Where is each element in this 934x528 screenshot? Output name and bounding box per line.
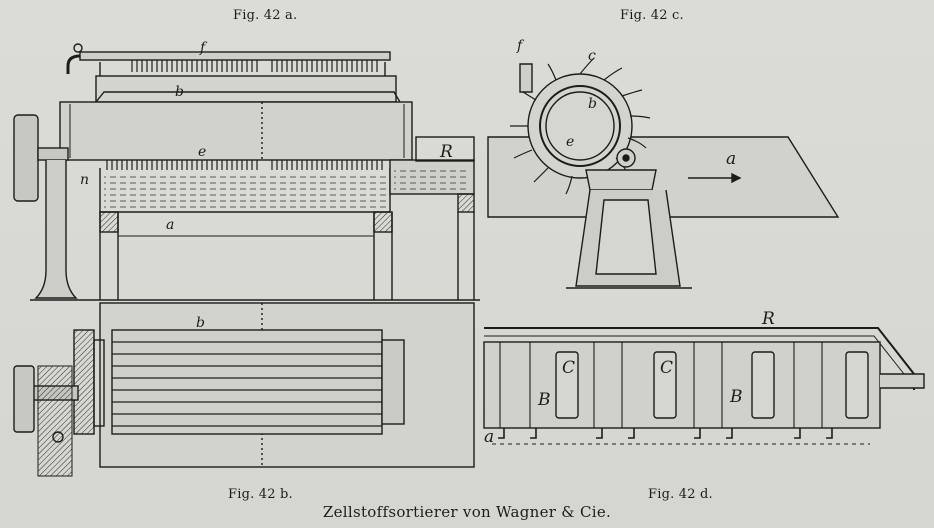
label-a: a xyxy=(484,427,494,447)
caption-fig-42b: Fig. 42 b. xyxy=(228,487,293,502)
label-f: f xyxy=(516,38,525,54)
label-r: R xyxy=(761,309,775,329)
label-c: C xyxy=(562,358,575,378)
drawing-title: Zellstoffsortierer von Wagner & Cie. xyxy=(322,503,612,521)
label-e: e xyxy=(566,134,574,150)
label-n: n xyxy=(80,172,89,188)
label-f: f xyxy=(199,40,208,56)
label-c: C xyxy=(660,358,673,378)
fig-42b-drawing xyxy=(13,302,475,477)
fig-42c-drawing xyxy=(487,57,840,289)
label-b: b xyxy=(588,96,597,112)
caption-fig-42d: Fig. 42 d. xyxy=(648,487,713,502)
label-b: b xyxy=(175,84,184,100)
label-b: b xyxy=(196,315,205,331)
fig-42d-labels: R C C B B a xyxy=(484,309,775,447)
caption-fig-42a: Fig. 42 a. xyxy=(233,8,298,23)
fig-42a-drawing xyxy=(13,43,480,301)
fig-42b-labels: b xyxy=(196,315,205,331)
fig-42d-drawing xyxy=(483,327,925,445)
label-a: a xyxy=(166,217,174,233)
fig-42a-labels: f b e a R n xyxy=(80,40,453,233)
label-r: R xyxy=(439,142,453,162)
label-e: e xyxy=(198,144,206,160)
label-b: B xyxy=(537,390,551,410)
label-b: B xyxy=(729,387,743,407)
label-a: a xyxy=(726,149,736,169)
caption-fig-42c: Fig. 42 c. xyxy=(620,8,684,23)
fig-42c-labels: f c b e a xyxy=(516,38,736,169)
label-c: c xyxy=(588,48,596,64)
